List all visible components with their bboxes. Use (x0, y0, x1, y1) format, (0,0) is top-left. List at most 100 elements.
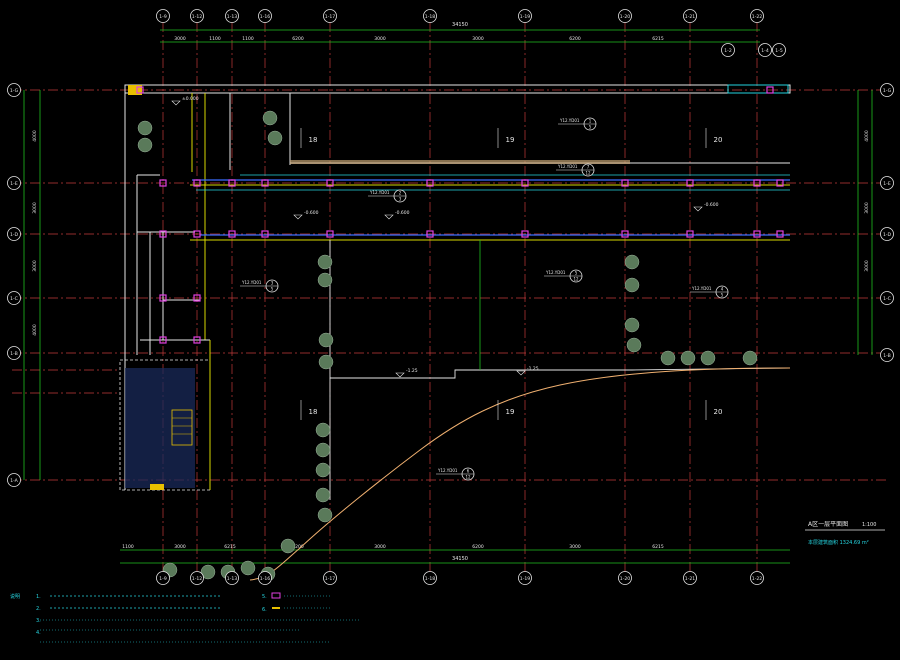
site-boundary-curve (249, 367, 791, 581)
tree (700, 350, 716, 366)
axis-bubble-right-circle (880, 176, 894, 190)
dimension-labels-left: 4000 3000 3000 4000 (32, 130, 38, 336)
tree (624, 317, 640, 333)
axis-bubble-left: 1-B (10, 351, 18, 357)
dimension-bottom: 6200 (472, 544, 484, 550)
column (193, 336, 201, 344)
column (159, 230, 167, 238)
axis-bubble-bottom: 1-12 (192, 576, 203, 582)
zone-label: 20 (714, 408, 723, 416)
axis-bubble-top: 1-19 (520, 14, 531, 20)
tree (315, 487, 331, 503)
zone-label: 18 (309, 408, 318, 416)
dimension-left: 3000 (32, 260, 38, 272)
axis-bubble-top: 1-12 (192, 14, 203, 20)
axis-bubble-right-circle (880, 291, 894, 305)
dimension-top: 1100 (209, 36, 221, 42)
level-triangle (384, 214, 394, 220)
detail-ref: Y12.YD01 (545, 270, 566, 275)
tree (262, 110, 278, 126)
axis-bubble-top-circle (750, 9, 764, 23)
dimension-top: 3000 (472, 36, 484, 42)
level-triangle (293, 214, 303, 220)
level-triangle (395, 372, 405, 378)
note-4: 4. (36, 630, 41, 636)
detail-ref: Y12.YD01 (241, 280, 262, 285)
axis-bubble-bottom-circle (683, 571, 697, 585)
tree (200, 564, 216, 580)
column (621, 179, 629, 187)
landscape-trees (137, 110, 758, 582)
axis-bubble-top: 1-17 (325, 14, 336, 20)
dimension-top: 3000 (374, 36, 386, 42)
dimension-bottom: 6215 (224, 544, 236, 550)
axis-bubble-bottom-circle (323, 571, 337, 585)
dimension-bottom: 3000 (569, 544, 581, 550)
column (776, 179, 784, 187)
column (621, 230, 629, 238)
axis-bubble-left: 1-G (10, 88, 19, 94)
tree (624, 254, 640, 270)
grid-lines-vertical (162, 22, 758, 580)
axis-bubble-bottom: 1-9 (159, 576, 167, 582)
dimension-right: 3000 (864, 202, 870, 214)
axis-bubble-bottom: 1-21 (685, 576, 696, 582)
axis-bubble-top-circle (190, 9, 204, 23)
tree (680, 350, 696, 366)
axis-bubbles-left: 1-G1-E1-D1-C1-B1-A (7, 83, 21, 487)
dimension-top: 3000 (174, 36, 186, 42)
detail-sheet: 3 (399, 197, 402, 202)
dimension-lines (23, 29, 873, 564)
axis-bubble-top-circle (518, 9, 532, 23)
axis-bubble-left: 1-A (10, 478, 18, 484)
axis-bubble-bottom-circle (225, 571, 239, 585)
level-value: -0.600 (304, 210, 319, 216)
level-triangle (171, 100, 181, 106)
detail-number: 2 (399, 191, 402, 196)
detail-number: 6 (467, 469, 470, 474)
tree (240, 560, 256, 576)
detail-number: 1 (589, 119, 592, 124)
axis-bubbles-extra: 1-2 1-4 1-5 (721, 43, 786, 57)
axis-bubble-right: 1-G (883, 88, 892, 94)
axis-bubble-left-circle (7, 291, 21, 305)
axis-bubble-extra: 1-4 (761, 48, 769, 54)
axis-bubble-right: 1-D (883, 232, 892, 238)
dimension-left: 4000 (32, 324, 38, 336)
detail-ref: Y12.YD01 (369, 190, 390, 195)
axis-bubble-bottom-circle (423, 571, 437, 585)
dimension-bottom: 6200 (292, 544, 304, 550)
axis-bubble-extra: 1-5 (775, 48, 783, 54)
axis-bubble-right-circle (880, 348, 894, 362)
detail-number: 7 (587, 165, 590, 170)
axis-bubble-top: 1-21 (685, 14, 696, 20)
column (193, 294, 201, 302)
column (159, 336, 167, 344)
axis-bubble-top-circle (156, 9, 170, 23)
level-value: ±0.000 (182, 96, 199, 102)
stair-area (125, 368, 195, 490)
level-value: -0.600 (395, 210, 410, 216)
level-value: -1.25 (527, 366, 539, 372)
dimension-left: 3000 (32, 202, 38, 214)
column (776, 230, 784, 238)
tree (317, 272, 333, 288)
level-marks: ±0.000-0.600-0.600-0.600-1.25-1.25 (171, 96, 719, 378)
dimension-left: 4000 (32, 130, 38, 142)
zone-label: 19 (506, 136, 515, 144)
building-walls (119, 84, 791, 500)
axis-bubble-left-circle (7, 227, 21, 241)
axis-bubble-bottom: 1-22 (752, 576, 763, 582)
structural-columns (136, 86, 784, 344)
axis-bubble-bottom: 1-17 (325, 576, 336, 582)
drawing-title: A区一层平面图 (808, 521, 848, 528)
axis-bubble-right: 1-B (883, 353, 891, 359)
column (753, 179, 761, 187)
zone-label: 19 (506, 408, 515, 416)
axis-bubble-extra: 1-2 (724, 48, 732, 54)
column (326, 179, 334, 187)
axis-bubble-left: 1-C (10, 296, 18, 302)
